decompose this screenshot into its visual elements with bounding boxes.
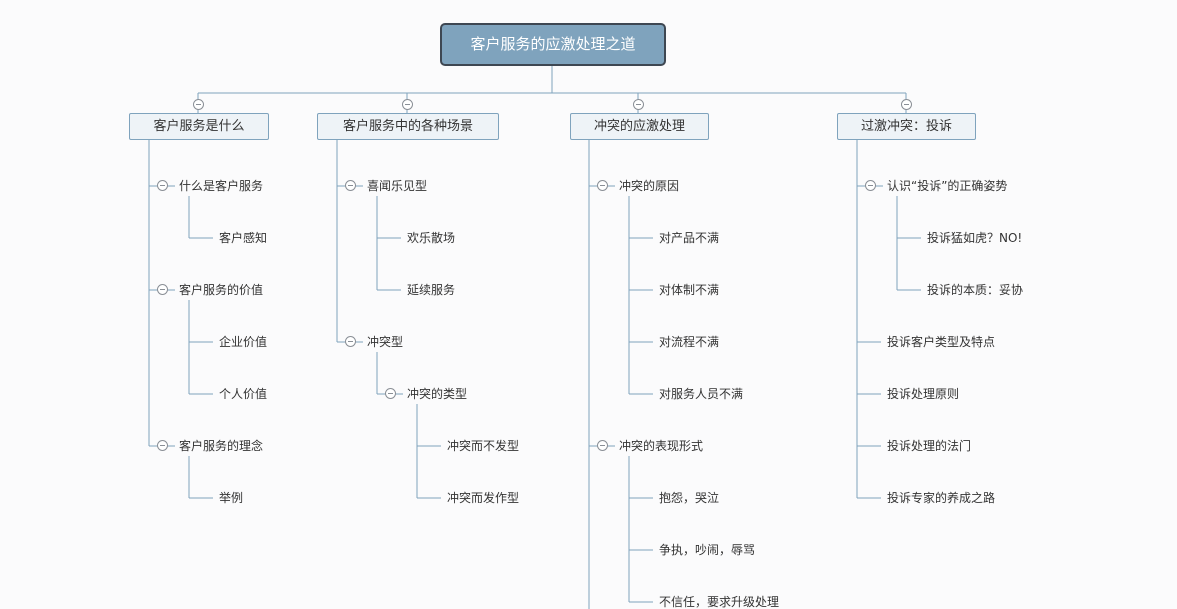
leaf-topic[interactable]: 冲突而不发型 [447, 439, 520, 453]
leaf-topic[interactable]: 客户感知 [219, 231, 268, 245]
collapse-toggle-icon[interactable] [402, 99, 413, 110]
subtopic[interactable]: 冲突的类型 [407, 387, 468, 401]
leaf-topic[interactable]: 投诉的本质：妥协 [927, 283, 1024, 297]
collapse-toggle-icon[interactable] [385, 388, 396, 399]
subtopic[interactable]: 冲突型 [367, 335, 404, 349]
collapse-toggle-icon[interactable] [157, 440, 168, 451]
leaf-topic[interactable]: 对体制不满 [659, 283, 720, 297]
leaf-topic[interactable]: 对产品不满 [659, 231, 720, 245]
subtopic[interactable]: 投诉处理原则 [887, 387, 960, 401]
collapse-toggle-icon[interactable] [597, 180, 608, 191]
subtopic[interactable]: 投诉专家的养成之路 [887, 491, 996, 505]
collapse-toggle-icon[interactable] [345, 180, 356, 191]
subtopic[interactable]: 冲突的原因 [619, 179, 680, 193]
subtopic[interactable]: 投诉客户类型及特点 [887, 335, 996, 349]
leaf-topic[interactable]: 企业价值 [219, 335, 268, 349]
collapse-toggle-icon[interactable] [345, 336, 356, 347]
collapse-toggle-icon[interactable] [865, 180, 876, 191]
leaf-topic[interactable]: 不信任，要求升级处理 [659, 595, 780, 609]
subtopic[interactable]: 认识“投诉”的正确姿势 [887, 179, 1008, 193]
leaf-topic[interactable]: 个人价值 [219, 387, 268, 401]
leaf-topic[interactable]: 投诉猛如虎？NO! [927, 231, 1023, 245]
leaf-topic[interactable]: 争执，吵闹，辱骂 [659, 543, 756, 557]
collapse-toggle-icon[interactable] [633, 99, 644, 110]
leaf-topic[interactable]: 欢乐散场 [407, 231, 456, 245]
leaf-topic[interactable]: 抱怨，哭泣 [659, 491, 720, 505]
branch-topic-complaints[interactable]: 过激冲突：投诉 [837, 113, 976, 140]
subtopic[interactable]: 客户服务的理念 [179, 439, 264, 453]
subtopic[interactable]: 客户服务的价值 [179, 283, 264, 297]
leaf-topic[interactable]: 举例 [219, 491, 244, 505]
branch-topic-conflict-handling[interactable]: 冲突的应激处理 [570, 113, 709, 140]
collapse-toggle-icon[interactable] [193, 99, 204, 110]
subtopic[interactable]: 投诉处理的法门 [887, 439, 972, 453]
leaf-topic[interactable]: 对服务人员不满 [659, 387, 744, 401]
collapse-toggle-icon[interactable] [157, 180, 168, 191]
leaf-topic[interactable]: 对流程不满 [659, 335, 720, 349]
root-topic[interactable]: 客户服务的应激处理之道 [440, 23, 666, 66]
leaf-topic[interactable]: 延续服务 [407, 283, 456, 297]
subtopic[interactable]: 喜闻乐见型 [367, 179, 428, 193]
collapse-toggle-icon[interactable] [901, 99, 912, 110]
collapse-toggle-icon[interactable] [157, 284, 168, 295]
leaf-topic[interactable]: 冲突而发作型 [447, 491, 520, 505]
subtopic[interactable]: 什么是客户服务 [179, 179, 264, 193]
branch-topic-service-scenarios[interactable]: 客户服务中的各种场景 [317, 113, 499, 140]
collapse-toggle-icon[interactable] [597, 440, 608, 451]
subtopic[interactable]: 冲突的表现形式 [619, 439, 704, 453]
branch-topic-what-is-service[interactable]: 客户服务是什么 [129, 113, 269, 140]
